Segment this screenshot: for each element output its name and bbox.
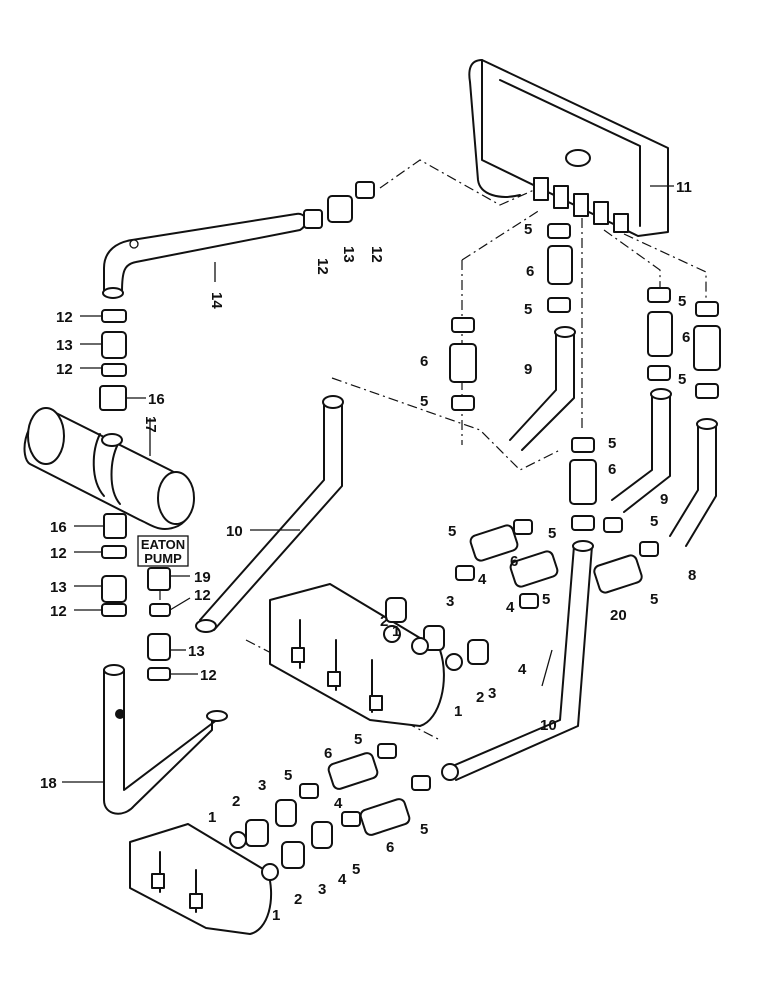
eaton-pump-label: EATON PUMP (137, 535, 189, 567)
callout-4-e: 4 (338, 871, 347, 888)
upper-pump-assembly (269, 517, 659, 727)
callout-2-c: 2 (232, 793, 240, 810)
callout-1-c: 1 (208, 809, 216, 826)
callout-20: 20 (610, 607, 627, 624)
hose-18 (103, 664, 228, 815)
callout-5-c: 5 (420, 393, 428, 410)
filter-housing (23, 407, 195, 530)
callout-2-d: 2 (294, 891, 302, 908)
callout-6-c: 6 (682, 329, 690, 346)
callout-4-b: 4 (506, 599, 515, 616)
callout-9-b: 9 (660, 491, 668, 508)
pump-fittings (147, 567, 171, 681)
callout-5-d: 5 (678, 293, 686, 310)
callout-16-top: 16 (148, 391, 165, 408)
callout-3-b: 3 (488, 685, 496, 702)
callout-12-b: 12 (56, 361, 73, 378)
callout-1-d: 1 (272, 907, 280, 924)
left-lower-fittings (101, 513, 127, 617)
callout-5-i: 5 (548, 525, 556, 542)
callout-labels: 11 12 13 12 14 12 13 12 16 17 16 12 13 1… (40, 179, 696, 924)
leader-lines (62, 185, 674, 783)
callout-5-o: 5 (352, 861, 360, 878)
callout-5-f: 5 (608, 435, 616, 452)
left-fitting-stack (99, 181, 375, 411)
callout-6-a: 6 (526, 263, 534, 280)
hose-14 (102, 212, 307, 299)
callout-18: 18 (40, 775, 57, 792)
callout-5-m: 5 (284, 767, 292, 784)
callout-3-a: 3 (446, 593, 454, 610)
callout-5-j: 5 (542, 591, 550, 608)
callout-1-b: 1 (454, 703, 462, 720)
callout-13-a: 13 (56, 337, 73, 354)
callout-6-f: 6 (324, 745, 332, 762)
callout-3-d: 3 (318, 881, 326, 898)
callout-10-left: 10 (226, 523, 243, 540)
hose-10-left (195, 395, 344, 633)
callout-9-a: 9 (524, 361, 532, 378)
callout-6-g: 6 (386, 839, 394, 856)
callout-12-e: 12 (194, 587, 211, 604)
callout-2-a: 2 (380, 613, 388, 630)
callout-4-a: 4 (478, 571, 487, 588)
eaton-pump-line1: EATON (141, 537, 185, 552)
callout-5-b: 5 (524, 301, 532, 318)
callout-2-b: 2 (476, 689, 484, 706)
callout-5-e: 5 (678, 371, 686, 388)
callout-17: 17 (142, 416, 159, 433)
callout-11: 11 (676, 179, 692, 196)
callout-4-c: 4 (518, 661, 527, 678)
center-mid-fittings (441, 437, 597, 781)
callout-5-k: 5 (448, 523, 456, 540)
callout-5-n: 5 (420, 821, 428, 838)
callout-3-c: 3 (258, 777, 266, 794)
callout-5-h: 5 (650, 591, 658, 608)
callout-12-d: 12 (50, 603, 67, 620)
callout-13-b: 13 (50, 579, 67, 596)
callout-4-d: 4 (334, 795, 343, 812)
callout-5-a: 5 (524, 221, 532, 238)
reservoir-tank (468, 59, 669, 237)
callout-8: 8 (688, 567, 696, 584)
right-fittings (611, 287, 721, 547)
callout-13-c: 13 (188, 643, 205, 660)
callout-1-a: 1 (392, 623, 400, 640)
callout-10-right: 10 (540, 717, 557, 734)
callout-16-bottom: 16 (50, 519, 67, 536)
callout-13-top: 13 (340, 246, 357, 263)
callout-5-l: 5 (354, 731, 362, 748)
callout-12-f: 12 (200, 667, 217, 684)
callout-12-c: 12 (50, 545, 67, 562)
callout-12-top2: 12 (314, 258, 331, 275)
callout-19: 19 (194, 569, 211, 586)
callout-6-e: 6 (510, 553, 518, 570)
callout-14: 14 (208, 292, 225, 309)
callout-6-b: 6 (420, 353, 428, 370)
callout-5-g: 5 (650, 513, 658, 530)
callout-12-top: 12 (368, 246, 385, 263)
callout-6-d: 6 (608, 461, 616, 478)
eaton-pump-line2: PUMP (144, 551, 182, 566)
center-upper-fittings (449, 223, 576, 451)
lower-pump-assembly (129, 743, 431, 935)
upper-row-fittings (383, 517, 659, 671)
callout-12-a: 12 (56, 309, 73, 326)
